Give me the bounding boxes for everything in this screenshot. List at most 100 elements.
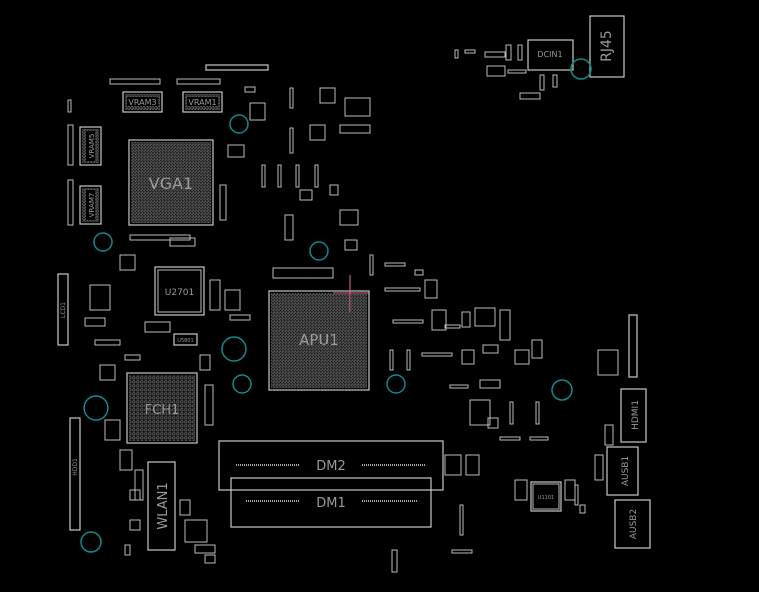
passive-part xyxy=(604,424,614,446)
slot-dm2[interactable]: DM2 xyxy=(218,440,444,491)
passive-part xyxy=(129,519,141,531)
connector-lcd1[interactable]: LCD1 xyxy=(57,273,69,346)
passive-part xyxy=(104,419,121,441)
passive-part xyxy=(461,349,475,365)
passive-part xyxy=(406,349,411,371)
label-vram5: VRAM5 xyxy=(88,134,96,159)
passive-part xyxy=(249,102,266,121)
passive-part xyxy=(574,484,579,506)
passive-part xyxy=(244,86,256,93)
passive-part xyxy=(67,99,72,113)
component-u2701[interactable]: U2701 xyxy=(154,266,205,316)
passive-part xyxy=(564,479,576,501)
passive-part xyxy=(119,449,133,471)
label-ausb2: AUSB2 xyxy=(629,509,639,539)
small-parts xyxy=(67,44,619,573)
passive-part xyxy=(176,78,221,85)
component-vram1[interactable]: VRAM1 xyxy=(182,91,223,113)
component-apu1[interactable]: APU1 xyxy=(268,290,370,391)
slot-dm1[interactable]: DM1 xyxy=(230,477,432,528)
passive-part xyxy=(424,279,438,299)
passive-part xyxy=(431,309,447,331)
passive-part xyxy=(224,289,241,311)
passive-part xyxy=(384,262,406,267)
passive-part xyxy=(444,324,461,329)
passive-part xyxy=(295,164,300,188)
component-vga1[interactable]: VGA1 xyxy=(128,139,214,226)
connector-rj45[interactable]: RJ45 xyxy=(589,15,625,78)
passive-part xyxy=(499,309,511,341)
label-hdmi1: HDMI1 xyxy=(631,400,641,430)
passive-part xyxy=(344,239,358,251)
connector-hdmi1[interactable]: HDMI1 xyxy=(620,388,647,443)
passive-part xyxy=(194,544,216,554)
connector-hdd1[interactable]: HDD1 xyxy=(69,417,81,531)
passive-part xyxy=(67,179,74,226)
passive-part xyxy=(339,209,359,226)
component-vram7[interactable]: VRAM7 xyxy=(79,185,102,225)
passive-part xyxy=(329,184,339,196)
passive-part xyxy=(461,311,471,328)
connector-top[interactable] xyxy=(205,64,269,71)
passive-part xyxy=(451,549,473,554)
label-vram7: VRAM7 xyxy=(88,193,96,218)
passive-part xyxy=(289,87,294,109)
connector-ausb2[interactable]: AUSB2 xyxy=(614,499,651,549)
passive-part xyxy=(539,74,545,91)
component-vram5[interactable]: VRAM5 xyxy=(79,126,102,166)
passive-part xyxy=(479,379,501,389)
passive-part xyxy=(499,436,521,441)
passive-part xyxy=(509,401,514,425)
connector-right-header[interactable] xyxy=(628,314,638,378)
slot-wlan1[interactable]: WLAN1 xyxy=(147,461,176,551)
passive-part xyxy=(169,237,196,247)
passive-part xyxy=(184,519,208,543)
label-vram3: VRAM3 xyxy=(128,98,156,107)
label-lcd1: LCD1 xyxy=(60,302,67,318)
passive-part xyxy=(67,124,74,166)
passive-part xyxy=(84,317,106,327)
passive-part xyxy=(514,479,528,501)
passive-part xyxy=(384,287,421,292)
passive-part xyxy=(99,364,116,381)
mounting-holes xyxy=(80,58,592,553)
passive-part xyxy=(464,49,476,54)
label-dcin1: DCIN1 xyxy=(537,50,562,59)
passive-part xyxy=(319,87,336,104)
passive-part xyxy=(179,499,191,516)
label-wlan1: WLAN1 xyxy=(156,482,171,529)
passive-part xyxy=(535,401,540,425)
component-vram3[interactable]: VRAM3 xyxy=(122,91,163,113)
passive-part xyxy=(517,44,523,61)
passive-part xyxy=(124,354,141,361)
passive-part xyxy=(344,97,371,117)
passive-part xyxy=(484,51,506,58)
component-fch1[interactable]: FCH1 xyxy=(126,372,198,444)
passive-part xyxy=(529,436,549,441)
component-u1101[interactable]: U1101 xyxy=(530,481,562,512)
passive-part xyxy=(519,92,541,100)
label-dm2: DM2 xyxy=(316,459,346,474)
passive-part xyxy=(465,454,480,476)
component-u5801[interactable]: U5801 xyxy=(173,333,198,346)
passive-part xyxy=(486,65,506,77)
passive-part xyxy=(94,339,121,346)
label-u1101: U1101 xyxy=(538,495,554,501)
passive-part xyxy=(219,184,227,221)
connector-ausb1[interactable]: AUSB1 xyxy=(606,446,639,496)
connector-dcin1[interactable]: DCIN1 xyxy=(527,39,574,71)
passive-part xyxy=(309,124,326,141)
label-u2701: U2701 xyxy=(165,288,195,298)
passive-part xyxy=(299,189,313,201)
passive-part xyxy=(389,349,394,371)
passive-part xyxy=(487,417,499,429)
passive-part xyxy=(261,164,266,188)
passive-part xyxy=(454,49,459,59)
passive-part xyxy=(507,69,527,74)
passive-part xyxy=(531,339,543,359)
passive-part xyxy=(459,504,464,536)
passive-part xyxy=(109,78,161,85)
passive-part xyxy=(391,549,398,573)
passive-part xyxy=(119,254,136,271)
